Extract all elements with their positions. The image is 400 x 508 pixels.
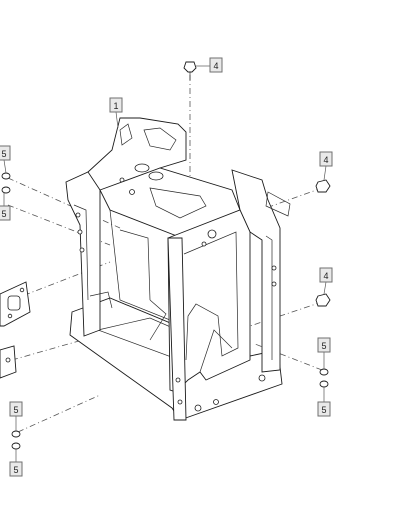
callout-5-right-lower-label: 5 <box>321 405 326 415</box>
callout-5-left-top: 5 <box>0 145 11 161</box>
callout-4-right-lower: 4 <box>319 267 333 283</box>
hex-nut <box>11 430 21 450</box>
callout-leaders <box>3 65 327 462</box>
callout-4-top: 4 <box>209 57 223 73</box>
left-side-plates <box>0 281 31 379</box>
callout-1-label: 1 <box>113 101 118 111</box>
callout-4-right-upper: 4 <box>319 151 333 167</box>
callout-4-top-label: 4 <box>213 61 218 71</box>
callout-1: 1 <box>109 97 123 113</box>
rear-left-upright <box>65 171 101 337</box>
callout-5-left-top-label: 5 <box>1 149 6 159</box>
hex-nut <box>319 368 329 388</box>
callout-5-bottom-lower-label: 5 <box>13 465 18 475</box>
hex-bolt <box>183 61 197 80</box>
callout-5-bottom-upper: 5 <box>9 401 23 417</box>
front-left-post <box>167 237 187 421</box>
callout-5-bottom-upper-label: 5 <box>13 405 18 415</box>
callout-4-right-lower-label: 4 <box>323 271 328 281</box>
callout-5-right-lower: 5 <box>317 401 331 417</box>
callout-5-left-mid-label: 5 <box>1 209 6 219</box>
callout-5-right-upper-label: 5 <box>321 341 326 351</box>
hex-bolt <box>315 293 331 307</box>
callout-4-right-upper-label: 4 <box>323 155 328 165</box>
callout-5-bottom-lower: 5 <box>9 461 23 477</box>
fasteners <box>1 61 331 450</box>
main-frame <box>65 117 291 421</box>
hex-bolt <box>315 179 331 193</box>
hex-nut <box>1 172 11 194</box>
callout-5-left-mid: 5 <box>0 205 11 221</box>
callout-5-right-upper: 5 <box>317 337 331 353</box>
